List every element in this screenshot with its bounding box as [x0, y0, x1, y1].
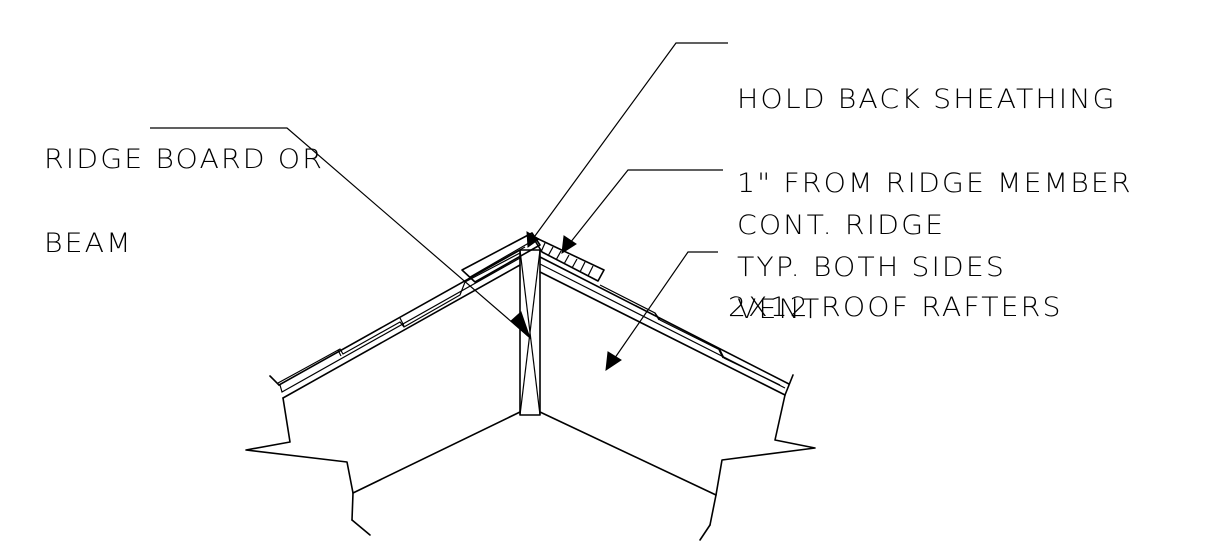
- sheathing-callout-line-1: HOLD BACK SHEATHING: [737, 84, 1117, 115]
- right-rafter: [539, 256, 816, 541]
- left-rafter: [245, 249, 521, 536]
- right-shingles: [599, 284, 781, 386]
- ridge-cap: [461, 232, 541, 283]
- sheathing-callout-line-3: TYP. BOTH SIDES: [737, 252, 1006, 283]
- sheathing-callout: HOLD BACK SHEATHING 1" FROM RIDGE MEMBER…: [737, 30, 1133, 310]
- ridge-board-callout: RIDGE BOARD OR BEAM: [44, 90, 324, 286]
- ridge-board: [519, 249, 541, 416]
- leader-ridge-vent: [561, 169, 723, 254]
- ridge-vent: [531, 235, 605, 282]
- leader-sheathing: [526, 42, 728, 248]
- leader-ridge-board: [150, 127, 532, 340]
- sheathing-callout-line-2: 1" FROM RIDGE MEMBER: [737, 168, 1133, 199]
- ridge-board-callout-line-2: BEAM: [44, 228, 133, 259]
- ridge-vent-callout-line-2: VENT: [737, 294, 822, 325]
- ridge-board-callout-line-1: RIDGE BOARD OR: [44, 144, 325, 175]
- left-shingles: [277, 252, 521, 384]
- rafters-callout-line-1: 2X12 ROOF RAFTERS: [728, 292, 1063, 323]
- ridge-vent-callout: CONT. RIDGE VENT: [737, 156, 945, 352]
- leader-rafters: [605, 251, 718, 372]
- ridge-vent-callout-line-1: CONT. RIDGE: [737, 210, 946, 241]
- rafters-callout: 2X12 ROOF RAFTERS: [728, 238, 1063, 350]
